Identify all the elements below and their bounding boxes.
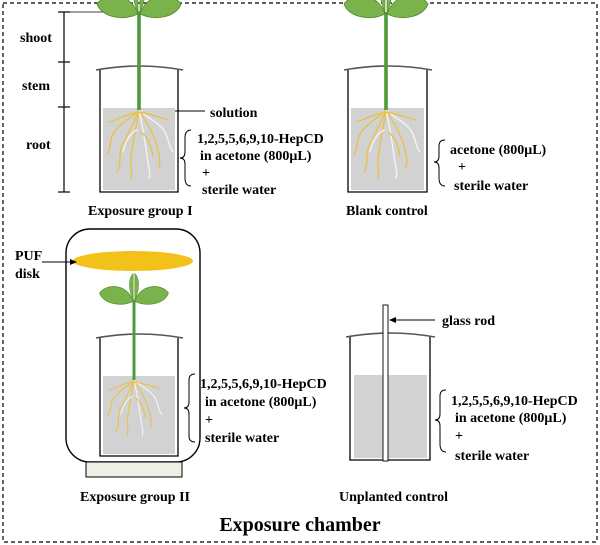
brace-1 xyxy=(179,129,192,187)
puf-disk-icon xyxy=(73,251,193,271)
beaker-icon xyxy=(345,332,436,461)
sterile-water-label-1: sterile water xyxy=(202,183,276,198)
root-label: root xyxy=(26,138,51,153)
exposure-group-2: PUF disk 1,2,5,5,6,9,10-HepCD in acetone… xyxy=(15,228,327,505)
shoot-label: shoot xyxy=(20,31,52,46)
in-acetone-label-3: in acetone (800μL) xyxy=(205,395,317,410)
brace-3 xyxy=(183,373,196,443)
chemical-label-1: 1,2,5,5,6,9,10-HepCD xyxy=(197,132,324,147)
glass-rod-label: glass rod xyxy=(442,314,495,329)
beaker-icon xyxy=(343,65,433,193)
unplanted-control: glass rod 1,2,5,5,6,9,10-HepCD in aceton… xyxy=(339,304,578,505)
stem-label: stem xyxy=(22,79,50,94)
acetone-label: acetone (800μL) xyxy=(450,143,547,158)
brace-4 xyxy=(434,389,447,453)
chemical-label-3: 1,2,5,5,6,9,10-HepCD xyxy=(200,377,327,392)
glass-rod-icon xyxy=(382,304,389,462)
plus-label-2: + xyxy=(458,160,466,175)
exposure-chamber-title: Exposure chamber xyxy=(219,514,380,536)
group-label-exposure-2: Exposure group II xyxy=(80,490,190,505)
chemical-label-4: 1,2,5,5,6,9,10-HepCD xyxy=(451,394,578,409)
puf-label-line1: PUF xyxy=(15,249,42,264)
plus-label-1: + xyxy=(202,166,210,181)
in-acetone-label-1: in acetone (800μL) xyxy=(200,149,312,164)
group-label-exposure-1: Exposure group I xyxy=(88,204,193,219)
plus-label-4: + xyxy=(455,429,463,444)
sterile-water-label-3: sterile water xyxy=(205,431,279,446)
sterile-water-label-4: sterile water xyxy=(455,449,529,464)
brace-2 xyxy=(433,139,446,187)
puf-label-line2: disk xyxy=(15,267,40,282)
in-acetone-label-4: in acetone (800μL) xyxy=(455,411,567,426)
group-label-blank: Blank control xyxy=(346,204,428,219)
blank-control: acetone (800μL) + sterile water Blank co… xyxy=(343,0,547,219)
chamber-base xyxy=(85,461,183,478)
plus-label-3: + xyxy=(205,413,213,428)
exposure-group-1: shoot stem root solution 1,2,5,5,6,9,10-… xyxy=(20,0,324,219)
solution-label: solution xyxy=(210,106,258,121)
sterile-water-label-2: sterile water xyxy=(454,179,528,194)
group-label-unplanted: Unplanted control xyxy=(339,490,448,505)
beaker-icon xyxy=(95,65,184,193)
